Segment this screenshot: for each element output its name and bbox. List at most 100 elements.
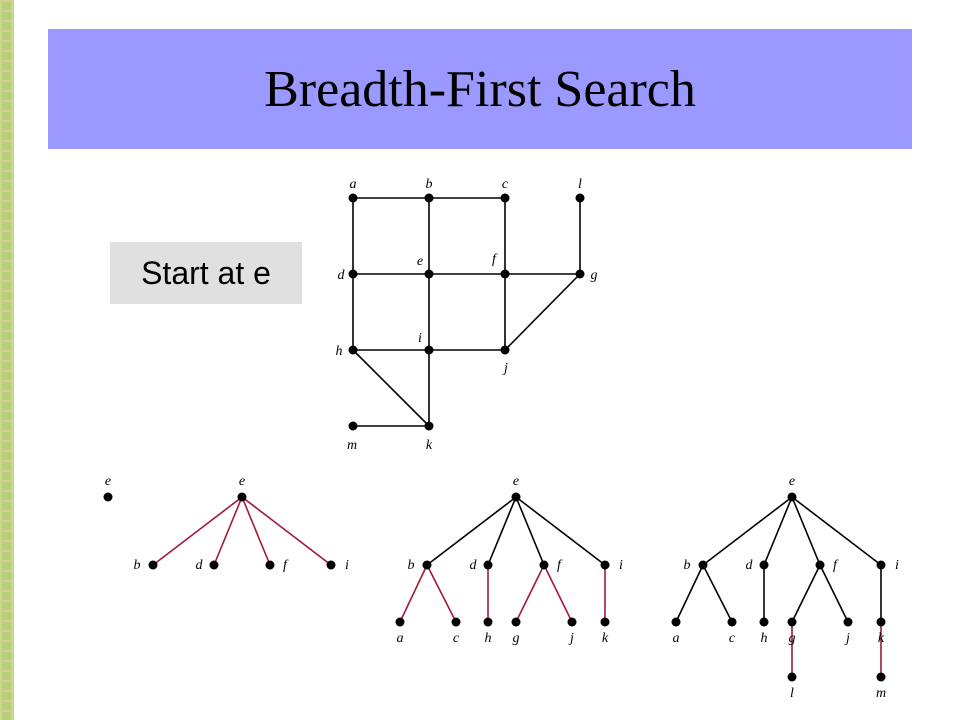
tree4-vertex bbox=[787, 492, 797, 502]
tree1-vertex-label: e bbox=[105, 474, 111, 489]
tree4-vertex-label: g bbox=[789, 631, 796, 646]
tree2-vertex bbox=[237, 492, 247, 502]
tree4-vertex-label: d bbox=[746, 558, 754, 573]
tree3-edge bbox=[426, 564, 457, 623]
graph-vertex bbox=[575, 269, 585, 279]
tree2-vertex-label: e bbox=[239, 474, 245, 489]
tree2-edge bbox=[241, 496, 271, 566]
graph-edge bbox=[352, 349, 430, 427]
graph-vertex-label: e bbox=[417, 254, 423, 269]
graph-vertex-label: d bbox=[338, 268, 346, 283]
graph-vertex-label: j bbox=[502, 361, 508, 376]
tree3-vertex-label: c bbox=[453, 631, 460, 646]
graph-vertex bbox=[424, 345, 434, 355]
tree2-vertex-label: b bbox=[134, 558, 141, 573]
slide-title: Breadth-First Search bbox=[264, 60, 696, 118]
tree4-edge bbox=[791, 496, 821, 566]
tree3-vertex bbox=[483, 560, 493, 570]
tree2-edge bbox=[213, 496, 243, 566]
tree4-vertex-label: m bbox=[876, 686, 886, 701]
tree4-edge bbox=[791, 496, 882, 566]
tree2-vertex-label: f bbox=[283, 558, 289, 573]
tree4-vertex-label: h bbox=[761, 631, 768, 646]
tree2-vertex-label: i bbox=[345, 558, 349, 573]
tree4-vertex-label: f bbox=[833, 558, 839, 573]
tree4-vertex-label: j bbox=[844, 631, 850, 646]
tree3-vertex bbox=[422, 560, 432, 570]
tree3-vertex-label: a bbox=[397, 631, 404, 646]
tree3-edge bbox=[543, 564, 573, 623]
tree4-vertex bbox=[843, 617, 853, 627]
tree3-vertex bbox=[511, 617, 521, 627]
graph-vertex bbox=[424, 193, 434, 203]
tree2-edge bbox=[241, 496, 332, 566]
tree4-edge bbox=[791, 564, 821, 623]
tree3-vertex bbox=[567, 617, 577, 627]
tree3-vertex bbox=[539, 560, 549, 570]
graph-vertex bbox=[348, 345, 358, 355]
tree4-vertex-label: c bbox=[729, 631, 736, 646]
tree3-edge bbox=[515, 496, 606, 566]
graph-vertex-label: a bbox=[350, 177, 357, 192]
tree4-edge bbox=[763, 496, 793, 566]
tree4-edge bbox=[675, 564, 704, 623]
tree4-vertex-label: l bbox=[790, 686, 794, 701]
tree2-vertex bbox=[265, 560, 275, 570]
tree3-vertex bbox=[483, 617, 493, 627]
tree2-vertex bbox=[209, 560, 219, 570]
tree3-vertex bbox=[395, 617, 405, 627]
graph-vertex-label: g bbox=[591, 268, 598, 283]
left-border-stripes bbox=[2, 0, 11, 720]
graph-vertex bbox=[424, 269, 434, 279]
graph-vertex-label: k bbox=[426, 438, 433, 453]
tree3-vertex-label: e bbox=[513, 474, 519, 489]
graph-vertex bbox=[575, 193, 585, 203]
tree3-vertex-label: k bbox=[602, 631, 609, 646]
tree2-vertex bbox=[148, 560, 158, 570]
tree4-edge bbox=[702, 496, 793, 566]
tree4-vertex bbox=[759, 560, 769, 570]
tree4-vertex-label: i bbox=[895, 558, 899, 573]
title-bar: Breadth-First Search bbox=[48, 29, 912, 149]
tree4-vertex bbox=[787, 672, 797, 682]
graph-vertex-label: h bbox=[336, 344, 343, 359]
graph-vertex bbox=[348, 269, 358, 279]
graph-vertex-label: c bbox=[502, 177, 509, 192]
tree4-vertex-label: k bbox=[878, 631, 885, 646]
tree3-vertex-label: b bbox=[408, 558, 415, 573]
tree4-vertex bbox=[876, 560, 886, 570]
tree4-vertex bbox=[787, 617, 797, 627]
graph-vertex-label: b bbox=[426, 177, 433, 192]
tree4-vertex bbox=[671, 617, 681, 627]
graph-vertex bbox=[500, 193, 510, 203]
tree3-edge bbox=[399, 564, 428, 623]
tree4-edge bbox=[702, 564, 733, 623]
tree3-vertex bbox=[451, 617, 461, 627]
start-label: Start at e bbox=[141, 254, 271, 291]
tree3-vertex-label: i bbox=[619, 558, 623, 573]
tree4-vertex-label: b bbox=[684, 558, 691, 573]
tree4-vertex bbox=[698, 560, 708, 570]
tree4-vertex bbox=[759, 617, 769, 627]
tree3-edge bbox=[515, 564, 545, 623]
graph-vertex-label: l bbox=[578, 177, 582, 192]
tree3-vertex-label: j bbox=[568, 631, 574, 646]
graph-vertex bbox=[500, 345, 510, 355]
tree4-vertex bbox=[876, 672, 886, 682]
tree3-vertex bbox=[511, 492, 521, 502]
tree4-vertex-label: a bbox=[673, 631, 680, 646]
tree4-vertex bbox=[815, 560, 825, 570]
tree3-edge bbox=[426, 496, 517, 566]
graph-vertex bbox=[500, 269, 510, 279]
tree3-vertex-label: f bbox=[557, 558, 563, 573]
graph-edge bbox=[504, 273, 581, 351]
graph-vertex-label: i bbox=[418, 331, 422, 346]
tree1-vertex bbox=[103, 492, 113, 502]
tree3-vertex bbox=[600, 617, 610, 627]
tree4-vertex bbox=[727, 617, 737, 627]
graph-vertex-label: m bbox=[347, 438, 357, 453]
tree2-vertex-label: d bbox=[196, 558, 204, 573]
tree3-vertex-label: g bbox=[513, 631, 520, 646]
start-label-box: Start at e bbox=[110, 242, 302, 304]
